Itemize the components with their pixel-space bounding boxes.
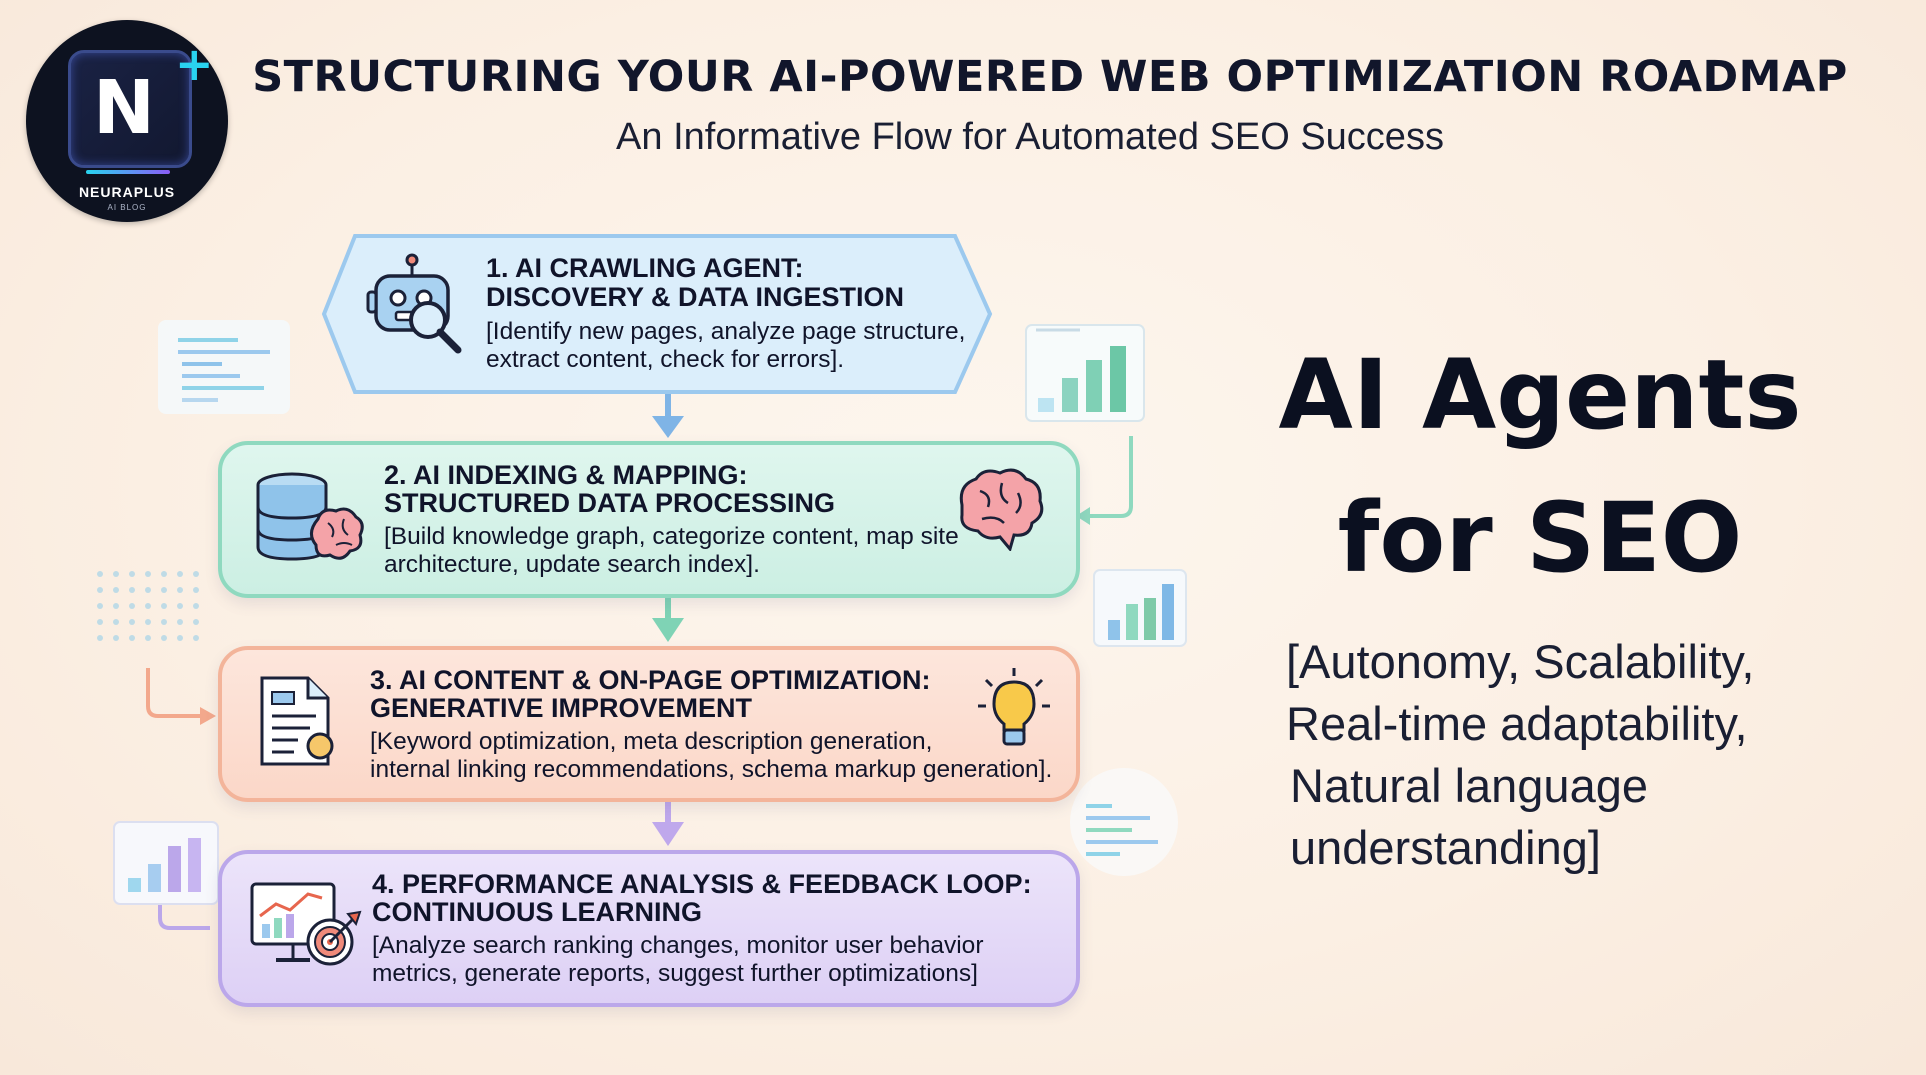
side-tagline-line3: Natural language — [1290, 759, 1648, 812]
step-4-head-line1: 4. PERFORMANCE ANALYSIS & FEEDBACK LOOP: — [372, 869, 1032, 899]
arrow-2-to-3 — [652, 592, 684, 642]
step-1-head-line1: 1. AI CRAWLING AGENT: — [486, 253, 804, 283]
lightbulb-icon — [978, 668, 1050, 746]
deco-dot-grid — [97, 571, 199, 641]
logo-badge: N + — [68, 39, 214, 168]
analytics-target-icon — [250, 882, 362, 966]
step-1-desc-line1: [Identify new pages, analyze page struct… — [486, 318, 966, 345]
step-1-head-line2: DISCOVERY & DATA INGESTION — [486, 282, 905, 312]
neuraplus-logo: N + NEURAPLUS AI BLOG — [26, 20, 228, 222]
deco-bar-chart-mid-right — [1093, 569, 1187, 647]
step-4-head-line2: CONTINUOUS LEARNING — [372, 897, 702, 927]
arrow-1-to-2 — [652, 392, 684, 438]
deco-bar-chart-top-right — [1025, 324, 1145, 422]
step-3-head-line2: GENERATIVE IMPROVEMENT — [370, 693, 753, 723]
step-4-desc-line2: metrics, generate reports, suggest furth… — [372, 960, 978, 987]
step-2-head-line2: STRUCTURED DATA PROCESSING — [384, 488, 836, 518]
robot-magnifier-icon — [366, 253, 462, 354]
brain-icon — [959, 468, 1044, 551]
side-title-line2: for SEO — [1337, 482, 1743, 594]
step-3-desc-line2: internal linking recommendations, schema… — [370, 756, 1053, 783]
step-3-head-line1: 3. AI CONTENT & ON-PAGE OPTIMIZATION: — [370, 665, 931, 695]
logo-letter: N — [93, 65, 155, 151]
side-tagline-line2: Real-time adaptability, — [1286, 697, 1748, 750]
step-4: 4. PERFORMANCE ANALYSIS & FEEDBACK LOOP:… — [218, 850, 1080, 1007]
step-2-desc-line2: architecture, update search index]. — [384, 551, 760, 578]
side-tagline-line1: [Autonomy, Scalability, — [1286, 635, 1755, 688]
step-4-desc-line1: [Analyze search ranking changes, monitor… — [372, 932, 984, 959]
deco-bar-chart-bottom-left — [113, 821, 219, 905]
document-lightbulb-icon — [260, 676, 334, 766]
step-1-desc-line2: extract content, check for errors]. — [486, 346, 845, 373]
logo-underline — [86, 170, 170, 174]
logo-subtext: AI BLOG — [107, 203, 147, 212]
side-title-line1: AI Agents — [1278, 339, 1802, 451]
logo-brand: NEURAPLUS — [78, 184, 176, 200]
side-tagline-line4: understanding] — [1290, 821, 1601, 874]
feedback-loop-green — [1088, 436, 1133, 518]
deco-code-lines-right — [1070, 768, 1178, 876]
step-2-head-line1: 2. AI INDEXING & MAPPING: — [384, 460, 748, 490]
step-1-box — [321, 234, 993, 394]
logo-plus: + — [175, 37, 214, 91]
step-3-desc-line1: [Keyword optimization, meta description … — [370, 728, 933, 755]
page-title: STRUCTURING YOUR AI-POWERED WEB OPTIMIZA… — [252, 52, 1848, 102]
step-2: 2. AI INDEXING & MAPPING: STRUCTURED DAT… — [218, 441, 1080, 598]
step-3: 3. AI CONTENT & ON-PAGE OPTIMIZATION: GE… — [218, 646, 1080, 802]
feedback-loop-orange — [146, 668, 202, 718]
page-subtitle: An Informative Flow for Automated SEO Su… — [616, 116, 1444, 158]
database-brain-icon — [256, 472, 364, 561]
deco-code-lines-left — [158, 320, 290, 414]
step-2-desc-line1: [Build knowledge graph, categorize conte… — [384, 523, 959, 550]
feedback-loop-purple — [158, 904, 210, 930]
step-1: 1. AI CRAWLING AGENT: DISCOVERY & DATA I… — [324, 236, 990, 392]
arrow-3-to-4 — [652, 796, 684, 846]
